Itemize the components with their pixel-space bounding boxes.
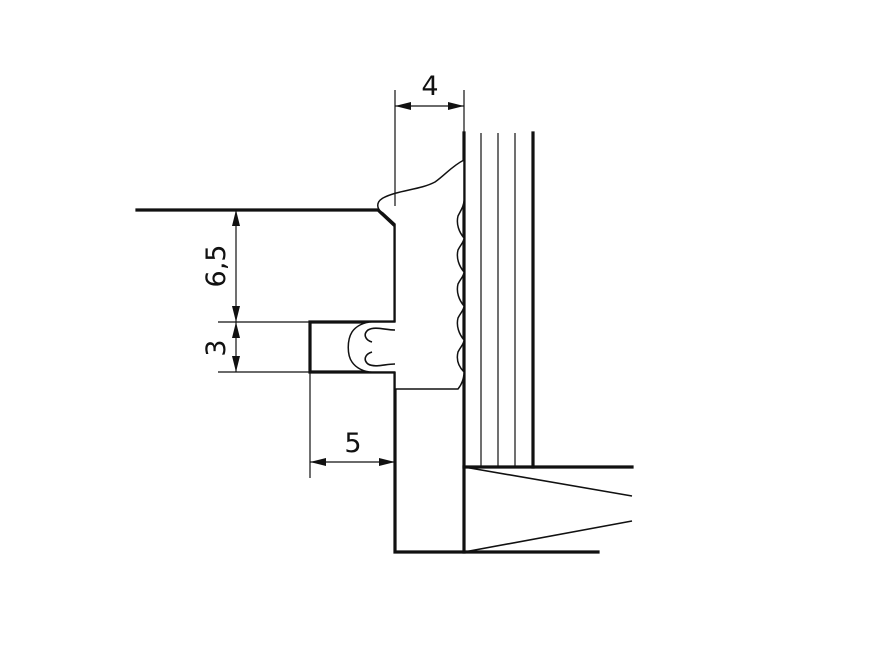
dimension-offset-width: 5: [309, 372, 395, 478]
taper-wedge: [463, 466, 633, 553]
dimension-top-width: 4: [394, 71, 465, 206]
dim-label-offset-width: 5: [344, 428, 361, 459]
dimension-upper-height: 6,5: [201, 210, 310, 323]
dim-label-top-width: 4: [421, 71, 438, 102]
gasket-profile: [347, 159, 465, 390]
dim-label-lower-height: 3: [201, 339, 232, 356]
glass-hatch: [480, 133, 516, 467]
gasket-body: [347, 159, 465, 390]
dimension-lower-height: 3: [201, 322, 310, 373]
dim-label-upper-height: 6,5: [201, 245, 232, 288]
